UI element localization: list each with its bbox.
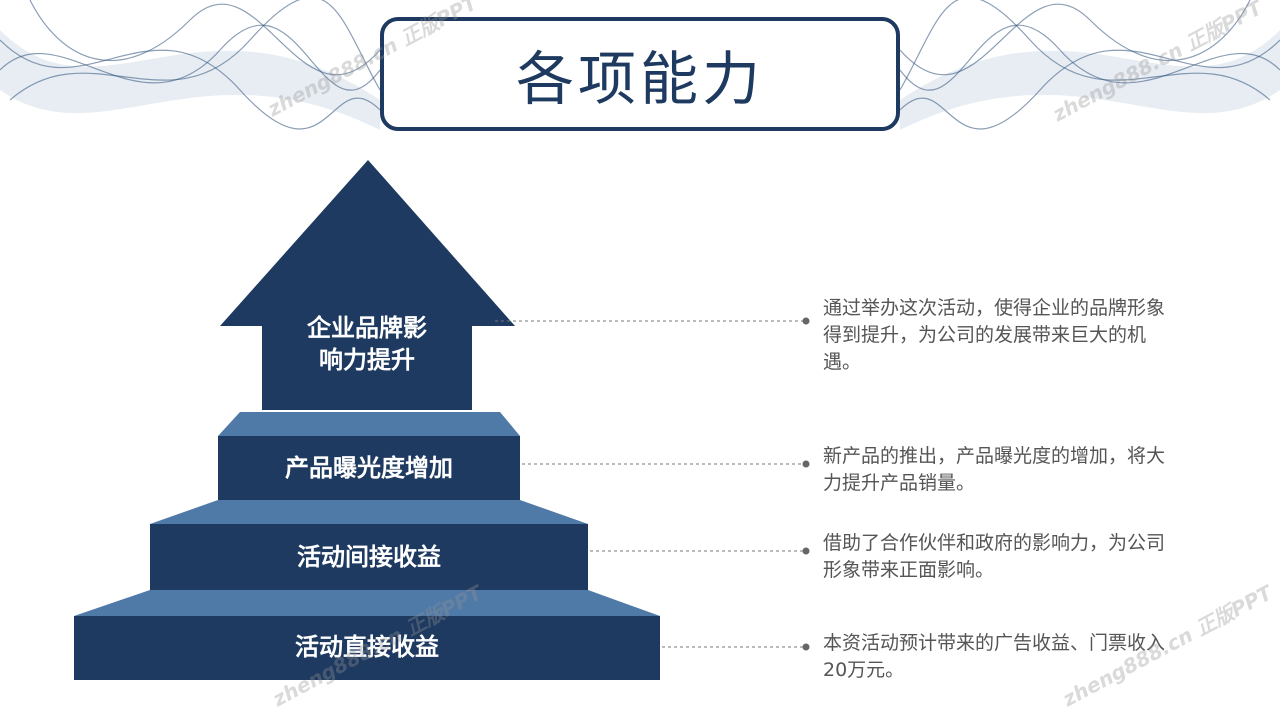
step-level-3 (150, 524, 588, 590)
connector-dot-1 (802, 317, 810, 325)
title-box: 各项能力 (380, 17, 900, 131)
connector-dot-3 (802, 547, 810, 555)
level-3-description: 借助了合作伙伴和政府的影响力，为公司形象带来正面影响。 (823, 532, 1166, 581)
level-4-description: 本资活动预计带来的广告收益、门票收入20万元。 (823, 632, 1166, 681)
wave-decoration (0, 0, 1280, 130)
level-1-label: 企业品牌影 响力提升 (262, 312, 472, 376)
slide-title: 各项能力 (515, 45, 764, 113)
level-1-label-line1: 企业品牌影 (307, 314, 427, 342)
level-1-description: 通过举办这次活动，使得企业的品牌形象得到提升，为公司的发展带来巨大的机遇。 (823, 297, 1166, 373)
step-top-3 (150, 500, 588, 524)
step-top-4 (74, 590, 660, 616)
level-1-label-line2: 响力提升 (319, 346, 415, 374)
step-top-2 (218, 412, 520, 436)
arrow-level-1 (220, 160, 515, 410)
level-4-label: 活动直接收益 (295, 633, 439, 661)
step-level-4 (74, 616, 660, 680)
connector-dot-4 (802, 643, 810, 651)
step-level-2 (218, 436, 520, 500)
connector-dot-2 (802, 460, 810, 468)
level-2-description: 新产品的推出，产品曝光度的增加，将大力提升产品销量。 (823, 445, 1166, 494)
level-3-label: 活动间接收益 (297, 543, 441, 571)
level-2-label: 产品曝光度增加 (285, 454, 453, 482)
